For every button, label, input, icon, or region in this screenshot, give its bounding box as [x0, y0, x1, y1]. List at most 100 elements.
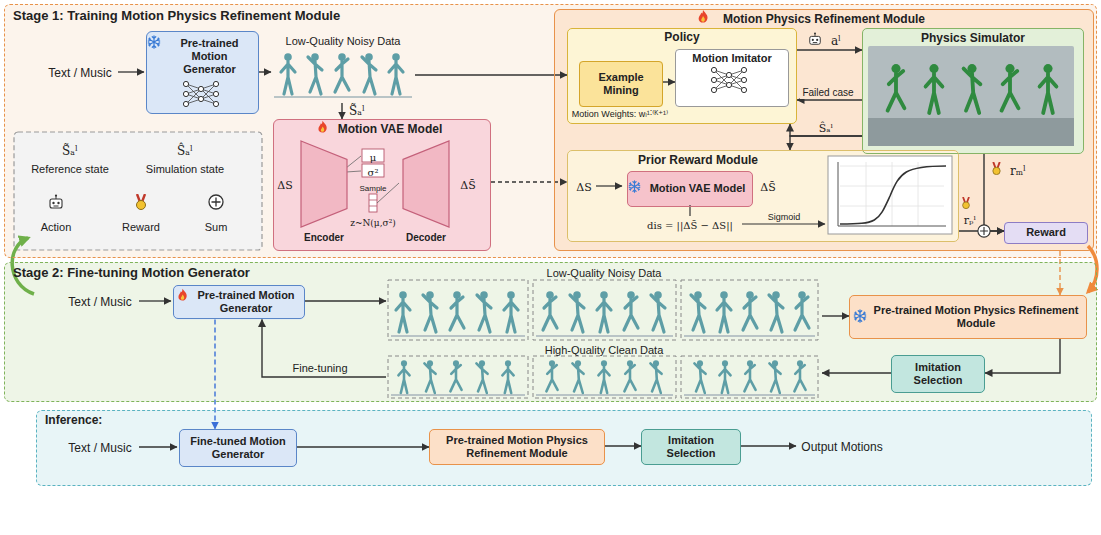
- simulator-box: Physics Simulator: [862, 28, 1084, 154]
- connector-arrow: [605, 445, 641, 446]
- inference-panel: Inference: Fine-tuned Motion Generator Pre…: [36, 410, 1092, 486]
- node-text: Inference:: [45, 413, 1083, 427]
- process-box: Motion Imitator: [675, 49, 789, 107]
- process-box: Example Mining: [579, 61, 663, 107]
- math-symbol-holder: μ: [370, 147, 377, 165]
- node-text: Pre-trained Motion Generator: [165, 37, 254, 77]
- node-fill: [1004, 222, 1088, 244]
- node-text: Fine-tuned Motion Generator: [183, 435, 293, 461]
- generator-box: Pre-trained Motion Generator: [146, 31, 259, 114]
- node-text: Imitation Selection: [895, 361, 981, 387]
- node-text: Example Mining: [583, 71, 659, 97]
- node-text: Low-Quality Noisy Data: [386, 267, 822, 280]
- connector-arrow: [985, 339, 1060, 373]
- math-symbol: μ: [370, 152, 377, 164]
- node-fill: [675, 49, 789, 107]
- node-fill: [179, 429, 297, 467]
- connector-arrow: [297, 446, 429, 447]
- input-label-holder: Text / Music: [68, 292, 131, 310]
- selection-box: Imitation Selection: [891, 355, 985, 393]
- connector-arrow: [822, 372, 891, 373]
- node-text: Reward: [1007, 226, 1085, 239]
- connector-arrow: [790, 124, 862, 136]
- legend-text: Action: [41, 221, 72, 234]
- node-fill: [862, 28, 1084, 154]
- connector-arrow: [214, 319, 215, 429]
- math-symbol-holder: ΔS: [576, 177, 591, 195]
- stage-panel: Stage 2: Fine-tuning Motion GeneratorPre…: [4, 262, 1097, 402]
- math-symbol: aˡ: [831, 35, 841, 49]
- legend-text-holder: Simulation state: [146, 159, 224, 177]
- note-label: Sample: [359, 184, 386, 193]
- math-symbol: Ŝₐˡ: [819, 123, 833, 136]
- node-fill: [849, 295, 1087, 339]
- node-text: Imitation Selection: [645, 434, 737, 460]
- node-text: Pre-trained Motion Physics Refinement Mo…: [872, 304, 1080, 330]
- legend-text: Simulation state: [146, 163, 224, 176]
- math-formula: dis = ||ΔS̄ − ΔS||: [647, 220, 733, 232]
- node-text: Pre-trained Motion Physics Refinement Mo…: [433, 434, 601, 460]
- node-text: Physics Simulator: [866, 31, 1080, 45]
- vae-box: Motion VAE Model: [627, 171, 753, 207]
- legend-text: Reference state: [31, 163, 109, 176]
- decoder-shape: Decoder: [402, 140, 450, 248]
- math-symbol-holder: ΔS: [277, 175, 292, 193]
- node-text: Motion Imitator: [679, 52, 785, 65]
- math-symbol: rₘˡ: [1010, 165, 1026, 179]
- node-text: Low-Quality Noisy Data: [271, 35, 415, 48]
- output-label: Output Motions: [801, 441, 882, 455]
- reward-box: Reward: [1004, 222, 1088, 244]
- note-label-holder: Sample: [359, 177, 386, 195]
- math-symbol: σ²: [368, 167, 379, 179]
- generator-box: Fine-tuned Motion Generator: [179, 429, 297, 467]
- node-fill: [429, 429, 605, 465]
- input-label: Text / Music: [68, 296, 131, 310]
- math-symbol-holder: rₘˡ: [1010, 161, 1026, 179]
- input-label-holder: Text / Music: [68, 438, 131, 456]
- encoder-shape-polygon: [301, 141, 347, 227]
- input-label-holder: Text / Music: [48, 63, 111, 81]
- node-fill: [146, 31, 259, 114]
- math-symbol-holder: ΔS̄: [760, 177, 775, 195]
- input-label: Text / Music: [68, 442, 131, 456]
- node-text: Decoder: [402, 232, 450, 244]
- edge-label: Fine-tuning: [290, 362, 349, 375]
- math-formula-holder: dis = ||ΔS̄ − ΔS||: [647, 215, 733, 233]
- note-label: Sigmoid: [768, 212, 801, 222]
- node-fill: [567, 28, 797, 124]
- module-box: Pre-trained Motion Physics Refinement Mo…: [849, 295, 1087, 339]
- decoder-shape-polygon: [403, 141, 449, 227]
- connector-arrow: [663, 81, 675, 82]
- legend-text-holder: Sum: [205, 217, 228, 235]
- edge-label-holder: Failed case: [800, 82, 855, 100]
- legend-symbol: S̃ₐˡ: [62, 145, 78, 159]
- node-text: Motion VAE Model: [646, 182, 749, 195]
- node-fill: [4, 4, 1097, 258]
- node-fill: [36, 410, 1092, 486]
- note-label: Motion Weights: wₗ¹˸⁽ᴷ⁺¹⁾: [572, 109, 668, 119]
- connector-arrow: [305, 300, 386, 301]
- node-text: Encoder: [300, 232, 348, 244]
- math-symbol: rₚˡ: [964, 215, 976, 228]
- legend-text-holder: Reward: [122, 217, 160, 235]
- sum-symbol: [978, 225, 990, 237]
- module-box: Pre-trained Motion Physics Refinement Mo…: [429, 429, 605, 465]
- legend-text: Reward: [122, 221, 160, 234]
- node-fill: [173, 285, 305, 319]
- connector-arrow: [984, 154, 1004, 231]
- encoder-shape-outline: [300, 140, 348, 228]
- math-symbol: ΔS: [277, 180, 292, 193]
- selection-box: Imitation Selection: [641, 429, 741, 465]
- math-symbol-holder: S̃ₐˡ: [349, 101, 365, 119]
- node-fill: [627, 171, 753, 207]
- node-text: Stage 1: Training Motion Physics Refinem…: [13, 8, 1088, 24]
- data-strip: Low-Quality Noisy Data: [386, 267, 822, 343]
- connector-arrow: [822, 315, 849, 316]
- edge-label: Failed case: [800, 87, 855, 99]
- math-symbol: ΔS̄: [760, 182, 775, 195]
- node-fill: [641, 429, 741, 465]
- connector-arrow: [415, 74, 567, 75]
- math-symbol-holder: σ²: [368, 162, 379, 180]
